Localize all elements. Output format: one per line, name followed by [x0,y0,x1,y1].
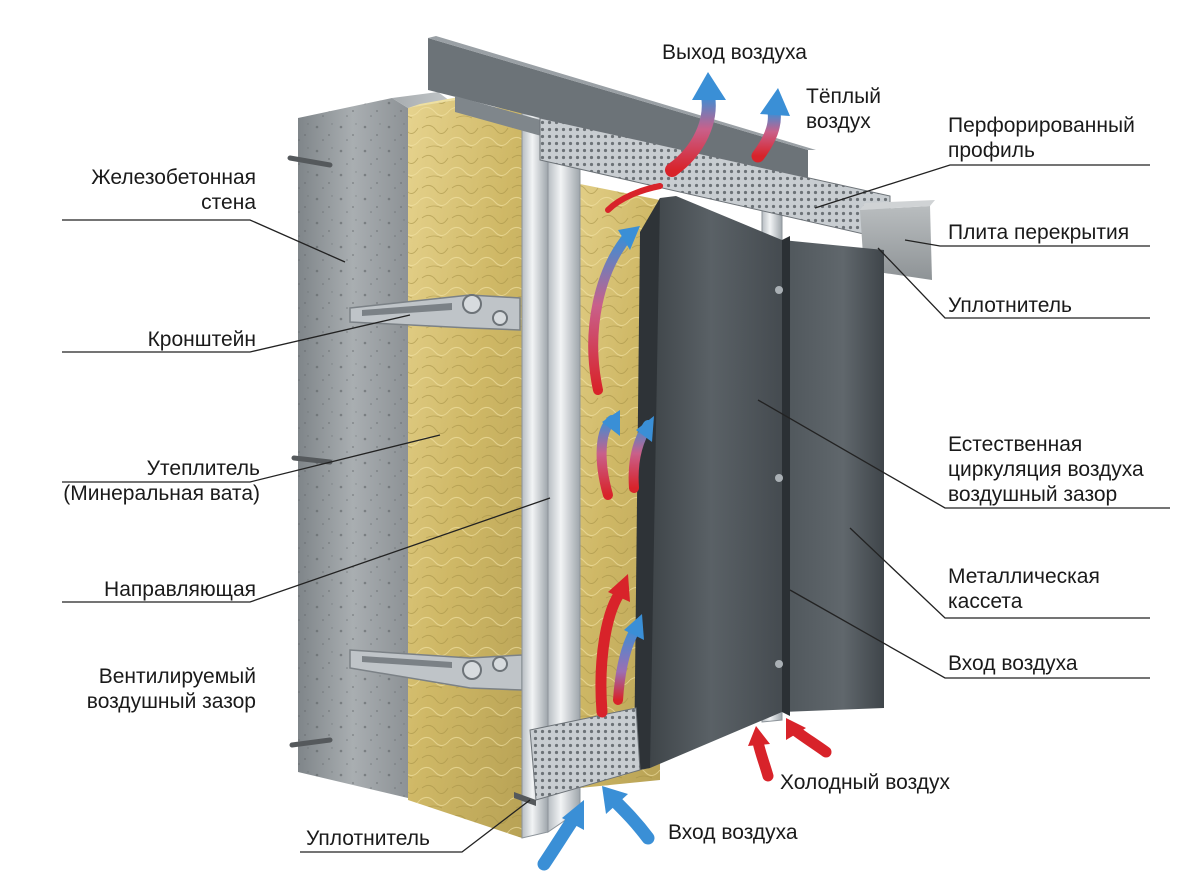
label-air-inlet-right-text: Вход воздуха [948,652,1078,675]
label-cold-air-text: Холодный воздух [780,771,950,794]
inlet-arrow-2-head [602,786,628,814]
label-natural-circ-line1: Естественная [948,433,1083,456]
bracket-lower [349,649,523,691]
leader-sealant-bottom [300,799,531,853]
label-warm-air: Тёплый воздух [806,84,881,134]
label-natural-circ-line2: циркуляция воздуха [948,458,1144,481]
label-wall: Железобетонная стена [40,165,256,215]
label-sealant-bottom-text: Уплотнитель [306,827,430,850]
leader-wall [62,219,346,263]
label-cassette: Металлическая кассета [948,564,1100,614]
warm-air-arrow-2-head [602,410,620,436]
warm-air-arrow-6 [605,183,663,213]
label-floor-slab: Плита перекрытия [948,220,1129,245]
warm-air-arrow-top [751,105,781,163]
label-air-inlet-right: Вход воздуха [948,651,1078,676]
bottom-sealant [514,792,536,806]
label-air-outlet: Выход воздуха [662,40,807,65]
cold-air-arrow-1-head [748,726,770,746]
label-sealant-top: Уплотнитель [948,293,1072,318]
label-vent-gap-line2: воздушный зазор [86,690,256,713]
inlet-arrow-1-head [562,800,584,830]
wall-anchor-bolts [287,155,333,748]
bracket-upper [349,294,521,331]
label-sealant-top-text: Уплотнитель [948,294,1072,317]
guide-rail-left [521,111,581,839]
metal-cassette-left [634,196,782,770]
leader-perforated [814,164,1150,209]
cold-air-arrow-1 [752,736,774,782]
cassette-fasteners [775,286,783,668]
air-outlet-arrow-head [692,72,726,100]
label-bracket: Кронштейн [40,327,256,352]
leader-bracket [62,314,411,353]
label-air-outlet-text: Выход воздуха [662,41,807,64]
label-floor-slab-text: Плита перекрытия [948,221,1130,244]
label-perforated: Перфорированный профиль [948,113,1135,163]
warm-air-arrow-1 [588,231,633,395]
label-natural-circ: Естественная циркуляция воздуха воздушны… [948,432,1144,507]
leader-cassette [849,527,1150,619]
warm-air-arrow-4 [595,584,628,718]
label-guide: Направляющая [40,577,256,602]
concrete-wall [298,92,454,798]
label-wall-line1: Железобетонная [91,166,256,189]
leader-insulation [62,434,441,483]
leader-air-inlet-right [789,589,1150,679]
exit-arrows-top [665,72,790,177]
label-air-inlet-bottom: Вход воздуха [668,820,798,845]
leader-slab [904,239,1150,247]
leader-sealant-top [877,247,1150,319]
label-guide-text: Направляющая [104,578,256,601]
warm-air-arrow-top-head [760,88,790,116]
label-cold-air: Холодный воздух [780,770,950,795]
label-insulation-line1: Утеплитель [146,457,260,480]
label-insulation: Утеплитель (Минеральная вата) [30,456,260,506]
air-outlet-arrow [665,89,716,177]
label-cassette-line2: кассета [948,590,1023,613]
label-wall-line2: стена [201,191,256,214]
label-vent-gap-line1: Вентилируемый [98,665,256,688]
label-sealant-bottom: Уплотнитель [306,826,430,851]
leader-lines [62,164,1170,853]
label-insulation-line2: (Минеральная вата) [63,482,260,505]
warm-air-arrow-4-head [608,574,630,602]
warm-air-arrow-5-head [624,614,644,640]
label-warm-air-line1: Тёплый [806,85,881,108]
entry-arrows-bottom [537,718,832,871]
label-natural-circ-line3: воздушный зазор [948,483,1118,506]
metal-cassette-right [782,236,884,716]
cold-air-arrow-2-head [786,718,806,740]
label-cassette-line1: Металлическая [948,565,1100,588]
warm-air-arrow-1-head [618,226,640,250]
leader-natural-circ [757,399,1170,509]
label-perforated-line1: Перфорированный [948,114,1135,137]
label-air-inlet-bottom-text: Вход воздуха [668,821,798,844]
label-warm-air-line2: воздух [806,110,871,133]
inlet-arrow-2 [607,793,655,845]
label-perforated-line2: профиль [948,139,1035,162]
label-vent-gap: Вентилируемый воздушный зазор [40,664,256,714]
airflow-arrows-gap [588,183,663,718]
label-bracket-text: Кронштейн [147,328,256,351]
warm-air-arrow-3-head [636,416,654,442]
leader-guide [62,497,551,603]
